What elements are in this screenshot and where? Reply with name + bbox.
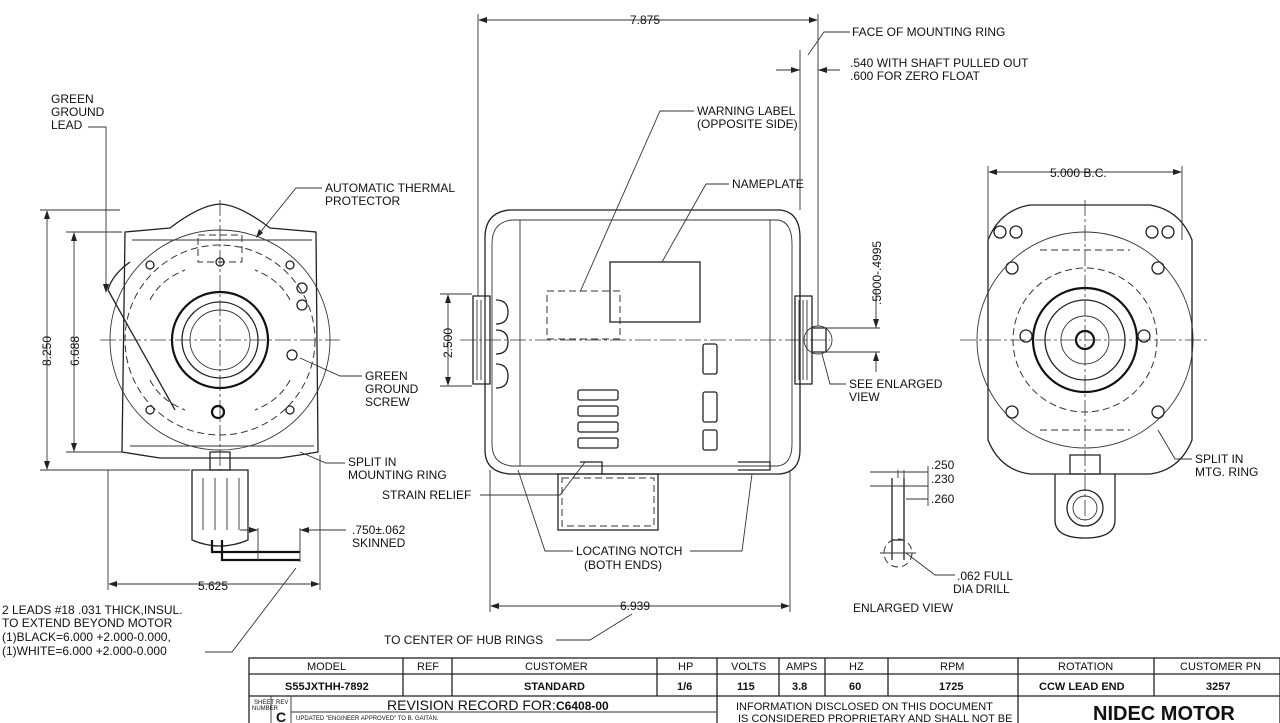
enlarged-view <box>870 466 955 576</box>
svg-text:GREEN: GREEN <box>365 369 408 383</box>
dim-enlarged-260: .260 <box>931 492 955 506</box>
svg-text:PROTECTOR: PROTECTOR <box>325 194 400 208</box>
value-customer-pn: 3257 <box>1206 681 1230 693</box>
svg-text:MOUNTING RING: MOUNTING RING <box>348 468 447 482</box>
dim-skinned-label: SKINNED <box>352 536 406 550</box>
svg-text:GROUND: GROUND <box>365 382 419 396</box>
dim-face-offset-shaft-pulled: .540 WITH SHAFT PULLED OUT <box>850 56 1029 70</box>
info-text-line2: IS CONSIDERED PROPRIETARY AND SHALL NOT … <box>738 713 1012 723</box>
label-enlarged-view: ENLARGED VIEW <box>853 601 954 615</box>
value-rotation: CCW LEAD END <box>1039 681 1125 693</box>
dim-enlarged-250: .250 <box>931 458 955 472</box>
label-drill: .062 FULL DIA DRILL <box>953 569 1013 596</box>
value-model: S55JXTHH-7892 <box>285 681 369 693</box>
svg-text:(BOTH ENDS): (BOTH ENDS) <box>584 558 662 572</box>
revision-note: UPDATED "ENGINEER APPROVED" TO B. GAITAN… <box>296 716 439 722</box>
dim-shaft-diameter: .5000-.4995 <box>870 241 884 305</box>
info-text-line1: INFORMATION DISCLOSED ON THIS DOCUMENT <box>736 701 993 713</box>
svg-text:.062 FULL: .062 FULL <box>957 569 1013 583</box>
svg-text:SEE ENLARGED: SEE ENLARGED <box>849 377 943 391</box>
header-customer-pn: CUSTOMER PN <box>1180 661 1261 673</box>
right-end-view <box>960 200 1210 539</box>
header-model: MODEL <box>307 661 346 673</box>
label-see-enlarged-view: SEE ENLARGED VIEW <box>849 377 943 404</box>
header-customer: CUSTOMER <box>525 661 588 673</box>
company-name: NIDEC MOTOR <box>1093 703 1235 723</box>
label-locating-notch: LOCATING NOTCH (BOTH ENDS) <box>576 544 682 572</box>
value-hp: 1/6 <box>677 681 692 693</box>
header-ref: REF <box>417 661 439 673</box>
svg-text:(OPPOSITE SIDE): (OPPOSITE SIDE) <box>697 117 798 131</box>
svg-text:MTG. RING: MTG. RING <box>1195 465 1258 479</box>
dim-bolt-circle: 5.000 B.C. <box>1050 166 1107 180</box>
left-end-view <box>100 200 340 562</box>
svg-text:GROUND: GROUND <box>51 105 105 119</box>
svg-text:SPLIT IN: SPLIT IN <box>348 455 396 469</box>
dim-face-offset-zero-float: .600 FOR ZERO FLOAT <box>850 69 980 83</box>
svg-text:GREEN: GREEN <box>51 92 94 106</box>
left-view-dimensions <box>40 209 346 590</box>
rev-label: REV <box>276 700 288 706</box>
svg-text:(1)BLACK=6.000 +2.000-0.000,: (1)BLACK=6.000 +2.000-0.000, <box>2 630 171 644</box>
svg-text:(1)WHITE=6.000 +2.000-0.000: (1)WHITE=6.000 +2.000-0.000 <box>2 644 167 658</box>
header-amps: AMPS <box>786 661 817 673</box>
header-rpm: RPM <box>940 661 964 673</box>
label-thermal-protector: AUTOMATIC THERMAL PROTECTOR <box>325 181 455 208</box>
revision-record-label: REVISION RECORD FOR: <box>387 697 556 713</box>
header-hz: HZ <box>849 661 864 673</box>
header-rotation: ROTATION <box>1058 661 1113 673</box>
dim-body-length: 6.939 <box>620 599 650 613</box>
value-hz: 60 <box>849 681 861 693</box>
label-leads: 2 LEADS #18 .031 THICK,INSUL. TO EXTEND … <box>2 603 183 658</box>
revision-record-value: C6408-00 <box>556 699 609 713</box>
dim-side-width: 5.625 <box>198 579 228 593</box>
dim-overall-height: 8.250 <box>40 336 54 366</box>
label-nameplate: NAMEPLATE <box>732 177 804 191</box>
dim-skinned-tolerance: .750±.062 <box>352 523 406 537</box>
sheet-number-label-2: NUMBER <box>252 706 279 712</box>
svg-text:LOCATING NOTCH: LOCATING NOTCH <box>576 544 682 558</box>
dim-ring-height: 6.688 <box>68 336 82 366</box>
title-block <box>248 657 1280 723</box>
label-split-mounting-ring-left: SPLIT IN MOUNTING RING <box>348 455 447 482</box>
value-rpm: 1725 <box>939 681 963 693</box>
svg-text:SCREW: SCREW <box>365 395 410 409</box>
rev-value: C <box>276 709 286 723</box>
svg-text:SPLIT IN: SPLIT IN <box>1195 452 1243 466</box>
dim-enlarged-230: .230 <box>931 472 955 486</box>
label-face-mounting-ring: FACE OF MOUNTING RING <box>852 25 1005 39</box>
svg-text:2 LEADS #18 .031 THICK,INSUL.: 2 LEADS #18 .031 THICK,INSUL. <box>2 603 183 617</box>
label-warning-label: WARNING LABEL (OPPOSITE SIDE) <box>697 104 798 131</box>
label-green-ground-screw: GREEN GROUND SCREW <box>365 369 419 409</box>
label-split-mtg-ring-right: SPLIT IN MTG. RING <box>1195 452 1258 479</box>
svg-text:DIA DRILL: DIA DRILL <box>953 582 1010 596</box>
side-view-dimensions <box>440 14 880 609</box>
value-customer: STANDARD <box>524 681 585 693</box>
sheet-number-label: SHEET <box>254 700 274 706</box>
svg-text:VIEW: VIEW <box>849 390 880 404</box>
dim-hub-diameter: 2.500 <box>441 328 455 358</box>
svg-text:WARNING LABEL: WARNING LABEL <box>697 104 796 118</box>
label-green-ground-lead: GREEN GROUND LEAD <box>51 92 105 132</box>
label-strain-relief: STRAIN RELIEF <box>382 488 471 502</box>
header-volts: VOLTS <box>731 661 766 673</box>
svg-text:TO EXTEND BEYOND MOTOR: TO EXTEND BEYOND MOTOR <box>2 616 173 630</box>
svg-text:LEAD: LEAD <box>51 118 83 132</box>
svg-text:AUTOMATIC THERMAL: AUTOMATIC THERMAL <box>325 181 455 195</box>
label-hub-ring-center: TO CENTER OF HUB RINGS <box>384 633 543 647</box>
header-hp: HP <box>678 661 693 673</box>
value-volts: 115 <box>737 681 755 693</box>
value-amps: 3.8 <box>792 681 807 693</box>
dim-overall-length: 7.875 <box>630 13 660 27</box>
